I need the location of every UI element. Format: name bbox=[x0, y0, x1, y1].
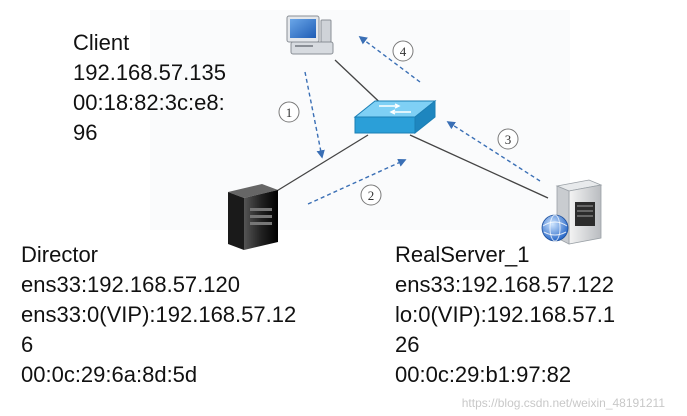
svg-text:3: 3 bbox=[505, 132, 512, 147]
flow-arrow-1 bbox=[304, 71, 325, 159]
realserver-info: RealServer_1 ens33:192.168.57.122 lo:0(V… bbox=[395, 240, 615, 390]
realserver-title: RealServer_1 bbox=[395, 242, 530, 267]
svg-text:1: 1 bbox=[286, 105, 293, 120]
server-tower-icon bbox=[228, 184, 278, 250]
network-switch-icon bbox=[353, 99, 437, 135]
link-switch-realserver bbox=[409, 134, 549, 199]
client-ip: 192.168.57.135 bbox=[73, 60, 226, 85]
step-label-4: 4 bbox=[392, 40, 414, 62]
director-line4: 00:0c:29:6a:8d:5d bbox=[21, 362, 198, 387]
watermark: https://blog.csdn.net/weixin_48191211 bbox=[461, 396, 665, 410]
desktop-computer-icon bbox=[286, 15, 334, 55]
director-info: Director ens33:192.168.57.120 ens33:0(VI… bbox=[21, 240, 296, 390]
client-info: Client 192.168.57.135 00:18:82:3c:e8: 96 bbox=[73, 28, 226, 148]
web-server-icon bbox=[541, 179, 603, 245]
director-title: Director bbox=[21, 242, 99, 267]
realserver-line4: 00:0c:29:b1:97:82 bbox=[395, 362, 572, 387]
flow-arrow-4 bbox=[358, 35, 421, 83]
director-line1: ens33:192.168.57.120 bbox=[21, 272, 240, 297]
step-label-1: 1 bbox=[278, 101, 300, 123]
step-label-3: 3 bbox=[497, 128, 519, 150]
client-title: Client bbox=[73, 30, 130, 55]
svg-text:4: 4 bbox=[400, 44, 407, 59]
realserver-line1: ens33:192.168.57.122 bbox=[395, 272, 614, 297]
flow-arrow-2 bbox=[307, 158, 407, 205]
link-switch-director bbox=[261, 134, 369, 201]
client-mac-line2: 96 bbox=[73, 120, 98, 145]
step-label-2: 2 bbox=[360, 184, 382, 206]
svg-text:2: 2 bbox=[368, 188, 375, 203]
client-mac-line1: 00:18:82:3c:e8: bbox=[73, 90, 225, 115]
realserver-line2: lo:0(VIP):192.168.57.1 bbox=[395, 302, 616, 327]
realserver-line3: 26 bbox=[395, 332, 420, 357]
director-line3: 6 bbox=[21, 332, 34, 357]
director-line2: ens33:0(VIP):192.168.57.12 bbox=[21, 302, 297, 327]
flow-arrow-3 bbox=[446, 121, 541, 182]
